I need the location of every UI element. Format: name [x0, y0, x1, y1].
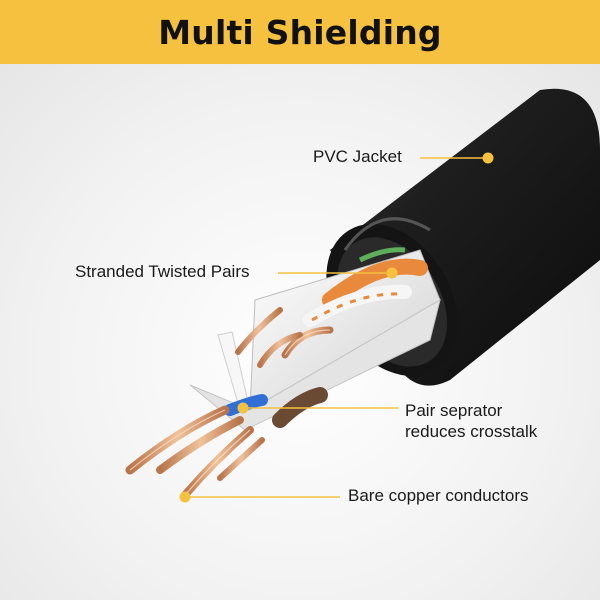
twisted-pair-wires: [224, 247, 428, 428]
twisted-pairs-label: Stranded Twisted Pairs: [75, 262, 250, 281]
pvc-jacket-label: PVC Jacket: [313, 147, 402, 166]
callout-lines: [179, 152, 494, 503]
pair-separator-label: Pair seprator reduces crosstalk: [405, 401, 537, 442]
title-banner: Multi Shielding: [0, 0, 600, 64]
pair-separator-label-line1: Pair seprator: [405, 401, 503, 420]
copper-conductors-label: Bare copper conductors: [348, 486, 529, 505]
page-title: Multi Shielding: [158, 12, 442, 52]
pair-separator-label-line2: reduces crosstalk: [405, 421, 538, 441]
